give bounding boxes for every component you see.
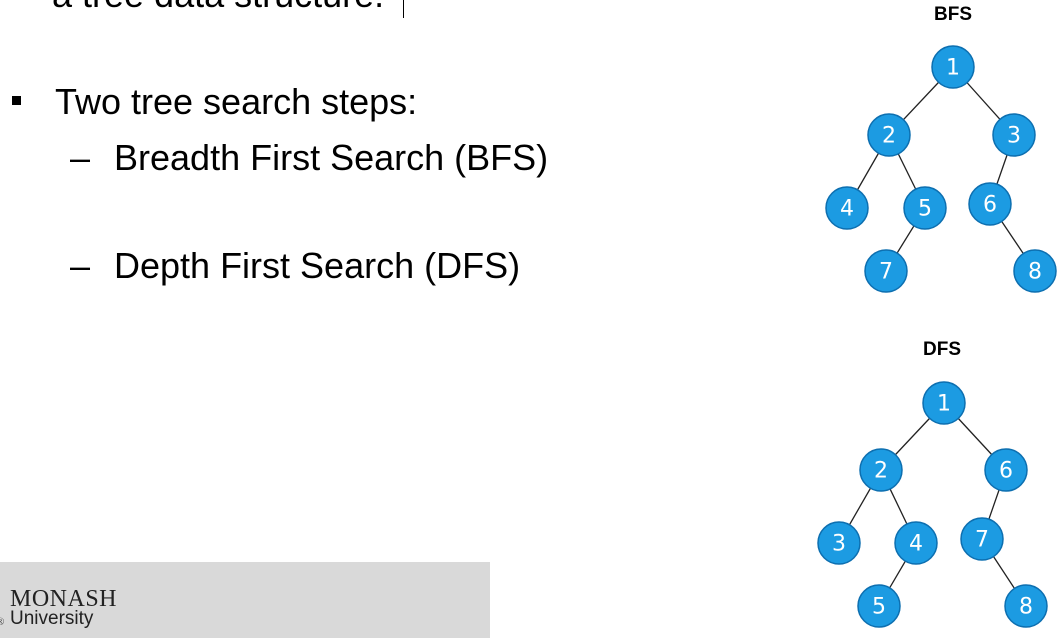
footer-band [0, 562, 490, 638]
bfs-node-label: 4 [840, 197, 854, 222]
dfs-node-label: 4 [909, 532, 923, 557]
dfs-node-label: 7 [975, 528, 989, 553]
bfs-node-2 [867, 113, 911, 157]
bfs-node-8 [1013, 249, 1057, 293]
dfs-node-5 [857, 584, 901, 628]
dfs-node-3 [817, 521, 861, 565]
sub-item-label: Depth First Search (DFS) [114, 245, 521, 286]
dfs-node-label: 3 [832, 532, 846, 557]
sub-item-dfs: –Depth First Search (DFS) [70, 245, 520, 287]
bfs-node-label: 5 [918, 197, 932, 222]
logo-name: MONASH [10, 586, 118, 612]
bfs-node-7 [864, 249, 908, 293]
bfs-node-label: 2 [882, 124, 896, 149]
dash: – [70, 245, 91, 286]
dash: – [70, 137, 91, 178]
dfs-node-4 [894, 521, 938, 565]
logo-mark-icon: ® [0, 616, 5, 628]
dfs-tree: 1 2 6 3 4 7 5 8 [817, 381, 1048, 628]
bfs-title: BFS [934, 4, 972, 25]
dfs-node-label: 1 [937, 392, 951, 417]
bfs-node-label: 7 [879, 260, 893, 285]
bfs-tree: 1 2 3 4 5 6 7 8 [825, 45, 1057, 293]
dfs-node-6 [984, 448, 1028, 492]
dfs-title: DFS [923, 339, 961, 360]
bfs-node-4 [825, 186, 869, 230]
bfs-node-label: 1 [946, 56, 960, 81]
dfs-node-7 [960, 517, 1004, 561]
partial-text-line: a tree data structure. [52, 0, 384, 16]
logo-sub: University [10, 608, 94, 629]
dfs-node-label: 8 [1019, 595, 1033, 620]
bfs-node-3 [992, 113, 1036, 157]
sub-item-label: Breadth First Search (BFS) [114, 137, 549, 178]
text-cursor [403, 0, 404, 18]
bfs-node-label: 8 [1028, 260, 1042, 285]
dfs-node-label: 2 [874, 459, 888, 484]
dfs-node-2 [859, 448, 903, 492]
bfs-node-label: 3 [1007, 124, 1021, 149]
bullet-square-icon [12, 96, 21, 105]
bfs-node-1 [931, 45, 975, 89]
dfs-node-8 [1004, 584, 1048, 628]
dfs-node-1 [922, 381, 966, 425]
dfs-node-label: 5 [872, 595, 886, 620]
sub-item-bfs: –Breadth First Search (BFS) [70, 137, 548, 179]
bfs-node-5 [903, 186, 947, 230]
bfs-node-6 [968, 182, 1012, 226]
bullet-text: Two tree search steps: [55, 81, 418, 122]
dfs-node-label: 6 [999, 459, 1013, 484]
bfs-node-label: 6 [983, 193, 997, 218]
